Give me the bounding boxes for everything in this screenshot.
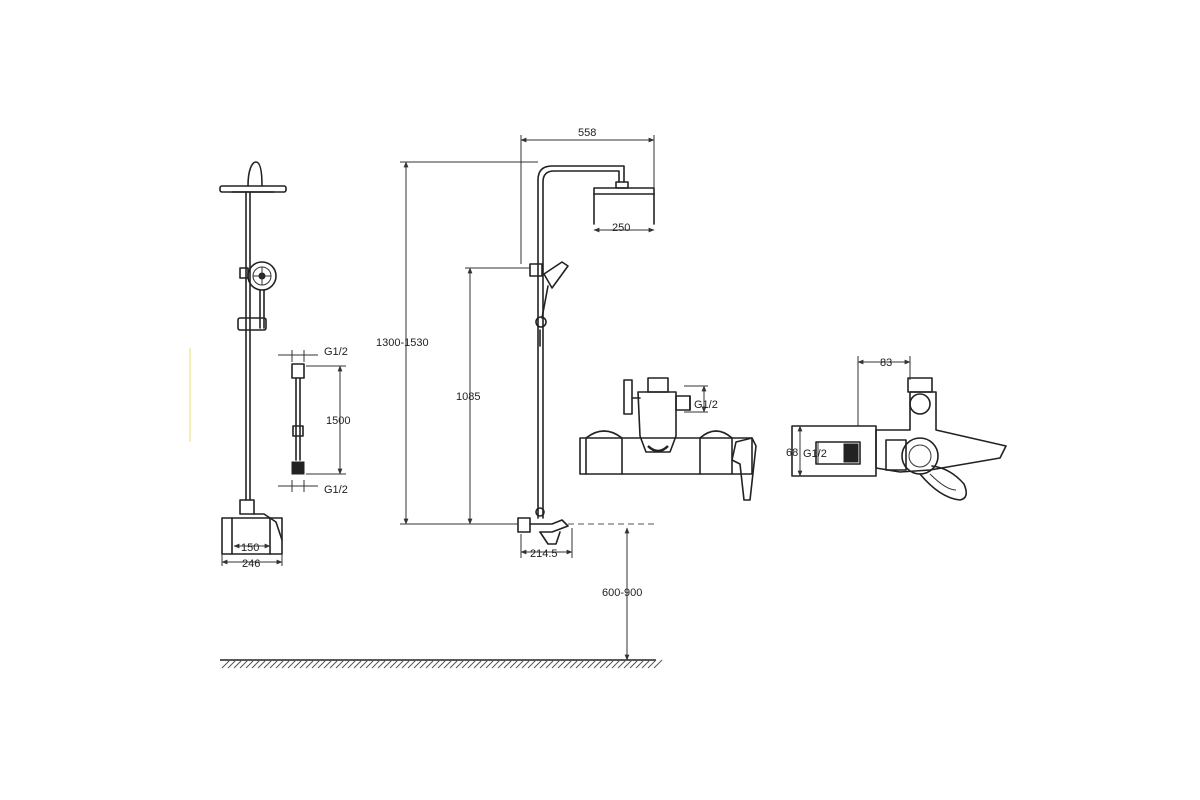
floor-hatch-mark [311, 659, 321, 669]
dim-holder-height: 1085 [456, 391, 480, 403]
floor-hatch-mark [479, 659, 489, 669]
floor-hatch-mark [383, 659, 393, 669]
floor-hatch-mark [515, 659, 525, 669]
dim-top-width: 558 [578, 127, 596, 139]
floor-hatch-mark [377, 659, 387, 669]
floor-hatch-mark [569, 659, 579, 669]
floor-hatch-mark [341, 659, 351, 669]
floor-hatch-mark [353, 659, 363, 669]
floor-hatch-mark [545, 659, 555, 669]
floor-hatch-mark [251, 659, 261, 669]
floor-hatch-mark [437, 659, 447, 669]
mixer-front-view [579, 377, 757, 501]
dim-outlet-offset: 214.5 [530, 548, 558, 560]
dim-head-diameter: 250 [612, 222, 630, 234]
dim-mixer-width: 246 [242, 558, 260, 570]
floor-hatch-mark [653, 659, 663, 669]
floor-hatch-mark [413, 659, 423, 669]
floor-hatch-mark [443, 659, 453, 669]
floor-hatch-mark [419, 659, 429, 669]
dim-side-height: 68 [786, 447, 798, 459]
floor-hatch-mark [257, 659, 267, 669]
dim-side-thread: G1/2 [803, 448, 827, 460]
floor-hatch-mark [425, 659, 435, 669]
floor-hatch-mark [365, 659, 375, 669]
floor-hatch-mark [407, 659, 417, 669]
floor-hatch-mark [281, 659, 291, 669]
front-view-shower-column [219, 161, 287, 555]
floor-hatch-mark [575, 659, 585, 669]
floor-hatch-mark [227, 659, 237, 669]
floor-hatch-mark [269, 659, 279, 669]
dim-total-height: 1300-1530 [376, 337, 429, 349]
floor-hatch-mark [593, 659, 603, 669]
floor-hatch-mark [455, 659, 465, 669]
floor-hatch-mark [245, 659, 255, 669]
floor-hatch-mark [335, 659, 345, 669]
floor-hatch-mark [539, 659, 549, 669]
floor-hatch-mark [551, 659, 561, 669]
floor-hatch-mark [347, 659, 357, 669]
floor-hatch-mark [275, 659, 285, 669]
floor-hatch-mark [239, 659, 249, 669]
floor-hatch-mark [395, 659, 405, 669]
dim-front-thread: G1/2 [694, 399, 718, 411]
floor-hatch-mark [389, 659, 399, 669]
mixer-side-view [791, 377, 1007, 501]
floor-hatch-mark [233, 659, 243, 669]
floor-hatch-mark [527, 659, 537, 669]
floor-hatch-mark [503, 659, 513, 669]
side-view-shower-column [517, 165, 655, 545]
floor-hatch-mark [641, 659, 651, 669]
floor-hatch-mark [461, 659, 471, 669]
floor-hatch-mark [323, 659, 333, 669]
floor-hatch-mark [605, 659, 615, 669]
floor-hatch-mark [563, 659, 573, 669]
floor-hatch-mark [521, 659, 531, 669]
floor-hatch-mark [497, 659, 507, 669]
floor-hatch-mark [491, 659, 501, 669]
floor-hatch-mark [635, 659, 645, 669]
floor-hatch-mark [317, 659, 327, 669]
floor-hatch-mark [599, 659, 609, 669]
dim-mixer-center: 150 [241, 542, 259, 554]
floor-hatch-mark [611, 659, 621, 669]
floor-hatch-mark [359, 659, 369, 669]
hose-drawing [291, 363, 305, 475]
floor-hatch-mark [401, 659, 411, 669]
floor-hatch-mark [629, 659, 639, 669]
floor-hatch-mark [263, 659, 273, 669]
floor-hatch-mark [449, 659, 459, 669]
floor-hatch-mark [287, 659, 297, 669]
floor-hatch-mark [431, 659, 441, 669]
floor-hatch-mark [293, 659, 303, 669]
floor-hatch-mark [221, 659, 231, 669]
floor-hatch-mark [485, 659, 495, 669]
floor-hatch-mark [329, 659, 339, 669]
floor-hatch-mark [647, 659, 657, 669]
floor-hatch-mark [467, 659, 477, 669]
floor-hatch-mark [533, 659, 543, 669]
dim-hose-thread-bottom: G1/2 [324, 484, 348, 496]
dim-hose-length: 1500 [326, 415, 350, 427]
dim-side-depth: 83 [880, 357, 892, 369]
floor-line [220, 659, 663, 669]
floor-hatch-mark [509, 659, 519, 669]
floor-hatch-mark [299, 659, 309, 669]
floor-hatch-mark [371, 659, 381, 669]
floor-hatch-mark [617, 659, 627, 669]
floor-hatch-mark [473, 659, 483, 669]
floor-hatch-mark [557, 659, 567, 669]
dim-mixer-height: 600-900 [602, 587, 642, 599]
dim-hose-thread-top: G1/2 [324, 346, 348, 358]
floor-hatch-mark [305, 659, 315, 669]
floor-hatch-mark [587, 659, 597, 669]
floor-hatch-mark [581, 659, 591, 669]
floor-hatch-mark [623, 659, 633, 669]
